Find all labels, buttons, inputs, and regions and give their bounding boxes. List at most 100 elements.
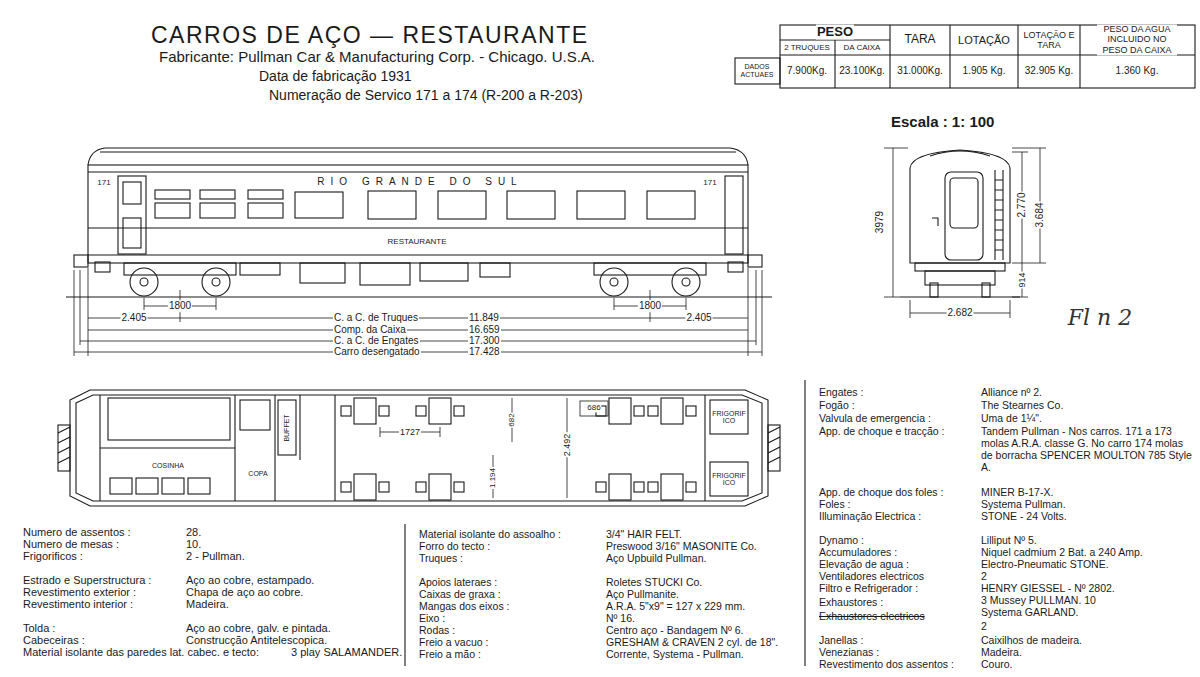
table-and-chairs (341, 398, 389, 424)
spec-label: Exhaustores electricos (818, 610, 926, 622)
floor-plan (768, 425, 780, 471)
spec-value: 2 - Pullman. (185, 550, 246, 563)
floor-plan (768, 427, 780, 463)
spec-value: Electro-Pneumatic STONE. (980, 558, 1110, 570)
floor-plan (70, 390, 768, 506)
weight-table (735, 58, 780, 84)
table-cell: 1.360 Kg. (1115, 65, 1160, 77)
spec-value: Aço Upbuild Pullman. (605, 552, 707, 564)
side-elevation (577, 191, 625, 219)
side-elevation (748, 255, 762, 267)
spec-value: 3 play SALAMANDER. (290, 646, 403, 659)
side-elevation (155, 190, 190, 199)
spec-value: Systema Pullman. (980, 498, 1067, 510)
spec-value: Lilliput Nº 5. (980, 534, 1038, 546)
room-label: FRIGORIFICO (711, 410, 747, 424)
spec-value: STONE - 24 Volts. (980, 510, 1068, 522)
spec-label: Revestimento exterior : (22, 586, 137, 599)
dimension-label: 16.659 (468, 324, 501, 336)
dimension-label: 3.684 (1034, 201, 1046, 228)
spec-label: Material isolante do assoalho : (418, 528, 562, 540)
table-and-chairs (596, 482, 606, 492)
floor-plan (110, 478, 132, 494)
floor-plan (100, 447, 235, 448)
spec-value: Caixilhos de madeira. (980, 634, 1083, 646)
dimension-label: 17.428 (468, 346, 501, 358)
header-text: Data de fabricação 1931 (258, 68, 413, 84)
table-cell: 7.900Kg. (786, 65, 828, 77)
spec-label: Tolda : (22, 622, 56, 635)
table-cell: LOTAÇÃO (957, 34, 1011, 47)
handwritten-note: Fl n 2 (1067, 305, 1133, 330)
dimension-line (380, 398, 608, 498)
table-and-chairs (686, 482, 696, 492)
table-and-chairs (454, 482, 464, 492)
dimension-line (580, 401, 608, 416)
spec-value: Nº 16. (605, 612, 636, 624)
side-elevation (420, 263, 468, 281)
table-and-chairs (416, 406, 426, 416)
side-elevation (200, 203, 235, 218)
spec-label: Mangas dos eixos : (418, 600, 510, 612)
dimension-label: 1800 (638, 300, 662, 312)
end-elevation (910, 150, 1010, 263)
dimension-label: 914 (1017, 271, 1027, 288)
dimension-label: 682 (507, 412, 516, 427)
room-label: FRIGORIFICO (711, 472, 747, 486)
table-and-chairs (341, 482, 351, 492)
spec-value: 3/4" HAIR FELT. (605, 528, 683, 540)
spec-label: Janellas : (818, 634, 864, 646)
dimension-label: 17.300 (468, 335, 501, 347)
floor-plan (162, 478, 184, 494)
dimension-label: C. a C. de Truques (333, 312, 419, 324)
floor-plan (58, 427, 70, 463)
side-elevation (295, 192, 343, 218)
dimension-label: 1.194 (488, 467, 497, 489)
room-label: COPA (247, 470, 268, 478)
room-label: COSINHA (151, 462, 185, 470)
side-elevation (202, 268, 230, 296)
spec-label: Engates : (818, 386, 864, 398)
spec-label: Venezianas : (818, 646, 880, 658)
dimension-line (910, 300, 1010, 318)
weight-table (780, 25, 1195, 88)
spec-value: Madeira. (185, 598, 230, 611)
spec-label: Freio a vacuo : (418, 636, 489, 648)
spec-label: Freio a mão : (418, 648, 482, 660)
table-and-chairs (429, 398, 451, 424)
table-and-chairs (354, 398, 376, 424)
spec-label: Cabeceiras : (22, 634, 86, 647)
dimension-label: 2.770 (1016, 191, 1028, 218)
weight-table (889, 25, 890, 88)
spec-value: GRESHAM & CRAVEN 2 cyl. de 18". (605, 636, 779, 648)
dimension-line (884, 148, 908, 297)
table-and-chairs (609, 474, 631, 500)
spec-value: Niquel cadmium 2 Bat. a 240 Amp. (980, 546, 1144, 558)
table-and-chairs (416, 474, 464, 500)
dimension-label: 2.405 (685, 312, 712, 324)
side-elevation (123, 218, 141, 248)
spec-value: Chapa de aço ao cobre. (185, 586, 304, 599)
table-and-chairs (661, 474, 683, 500)
table-and-chairs (429, 474, 451, 500)
side-elevation (212, 278, 220, 286)
table-cell: DA CAIXA (843, 43, 882, 52)
spec-label: Foles : (818, 498, 852, 510)
spec-value: Uma de 1¼". (980, 412, 1043, 424)
table-and-chairs (341, 474, 389, 500)
side-elevation (123, 182, 141, 204)
table-cell: 1.905 Kg. (962, 65, 1007, 77)
table-and-chairs (379, 482, 389, 492)
side-elevation (130, 268, 158, 296)
table-and-chairs (379, 406, 389, 416)
spec-label: Exhaustores : (818, 596, 884, 608)
end-elevation (995, 170, 1003, 260)
car-marking: 171 (96, 178, 111, 187)
table-cell: 2 TRUQUES (783, 43, 831, 52)
spec-value: 2 (980, 570, 988, 582)
spec-label: Rodas : (418, 624, 456, 636)
header-text: Numeração de Servico 171 a 174 (R-200 a … (268, 87, 584, 103)
table-and-chairs (661, 398, 683, 424)
spec-value: Aço Pullmanite. (605, 588, 680, 600)
end-elevation (950, 178, 978, 228)
